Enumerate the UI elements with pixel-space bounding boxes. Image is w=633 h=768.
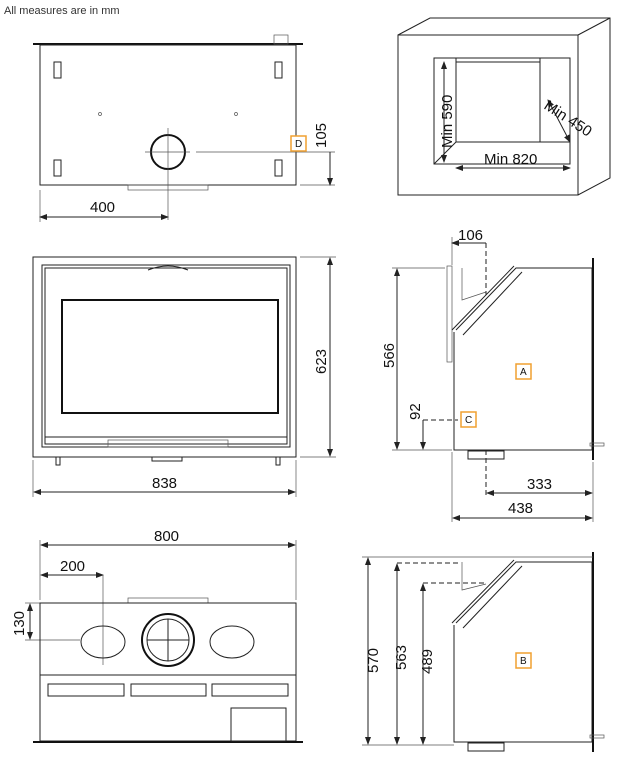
dim-106: 106 [458,227,483,244]
top-view: 105 400 D [33,34,335,222]
dim-min-820: Min 820 [484,151,537,168]
dim-92: 92 [407,403,424,420]
dim-333: 333 [527,476,552,493]
dim-838: 838 [152,475,177,492]
dim-min-590: Min 590 [439,95,456,148]
tag-a-label: A [520,367,527,378]
dim-566: 566 [381,343,398,368]
tag-c [460,411,477,428]
dim-563: 563 [393,645,410,670]
dim-400: 400 [90,199,115,216]
dim-min-450: Min 450 [541,97,595,140]
dim-130: 130 [11,611,28,636]
dim-623: 623 [313,349,330,374]
back-view: 800 200 130 [11,528,303,743]
units-note: All measures are in mm [4,5,120,17]
side-view-a: 106 566 92 333 438 A C [381,227,605,522]
front-view: 623 838 [32,256,336,497]
dim-570: 570 [365,648,382,673]
dim-800: 800 [154,528,179,545]
side-view-b: 570 563 489 B [362,552,605,752]
tag-d-label: D [295,139,302,150]
dim-105: 105 [313,123,330,148]
tag-b-label: B [520,656,527,667]
tag-d [290,135,307,152]
niche-view: Min 590 Min 450 Min 820 [397,17,611,196]
dim-489: 489 [419,649,436,674]
tag-a [515,363,532,380]
tag-b [515,652,532,669]
dim-438: 438 [508,500,533,517]
dim-200: 200 [60,558,85,575]
tag-c-label: C [465,415,472,426]
